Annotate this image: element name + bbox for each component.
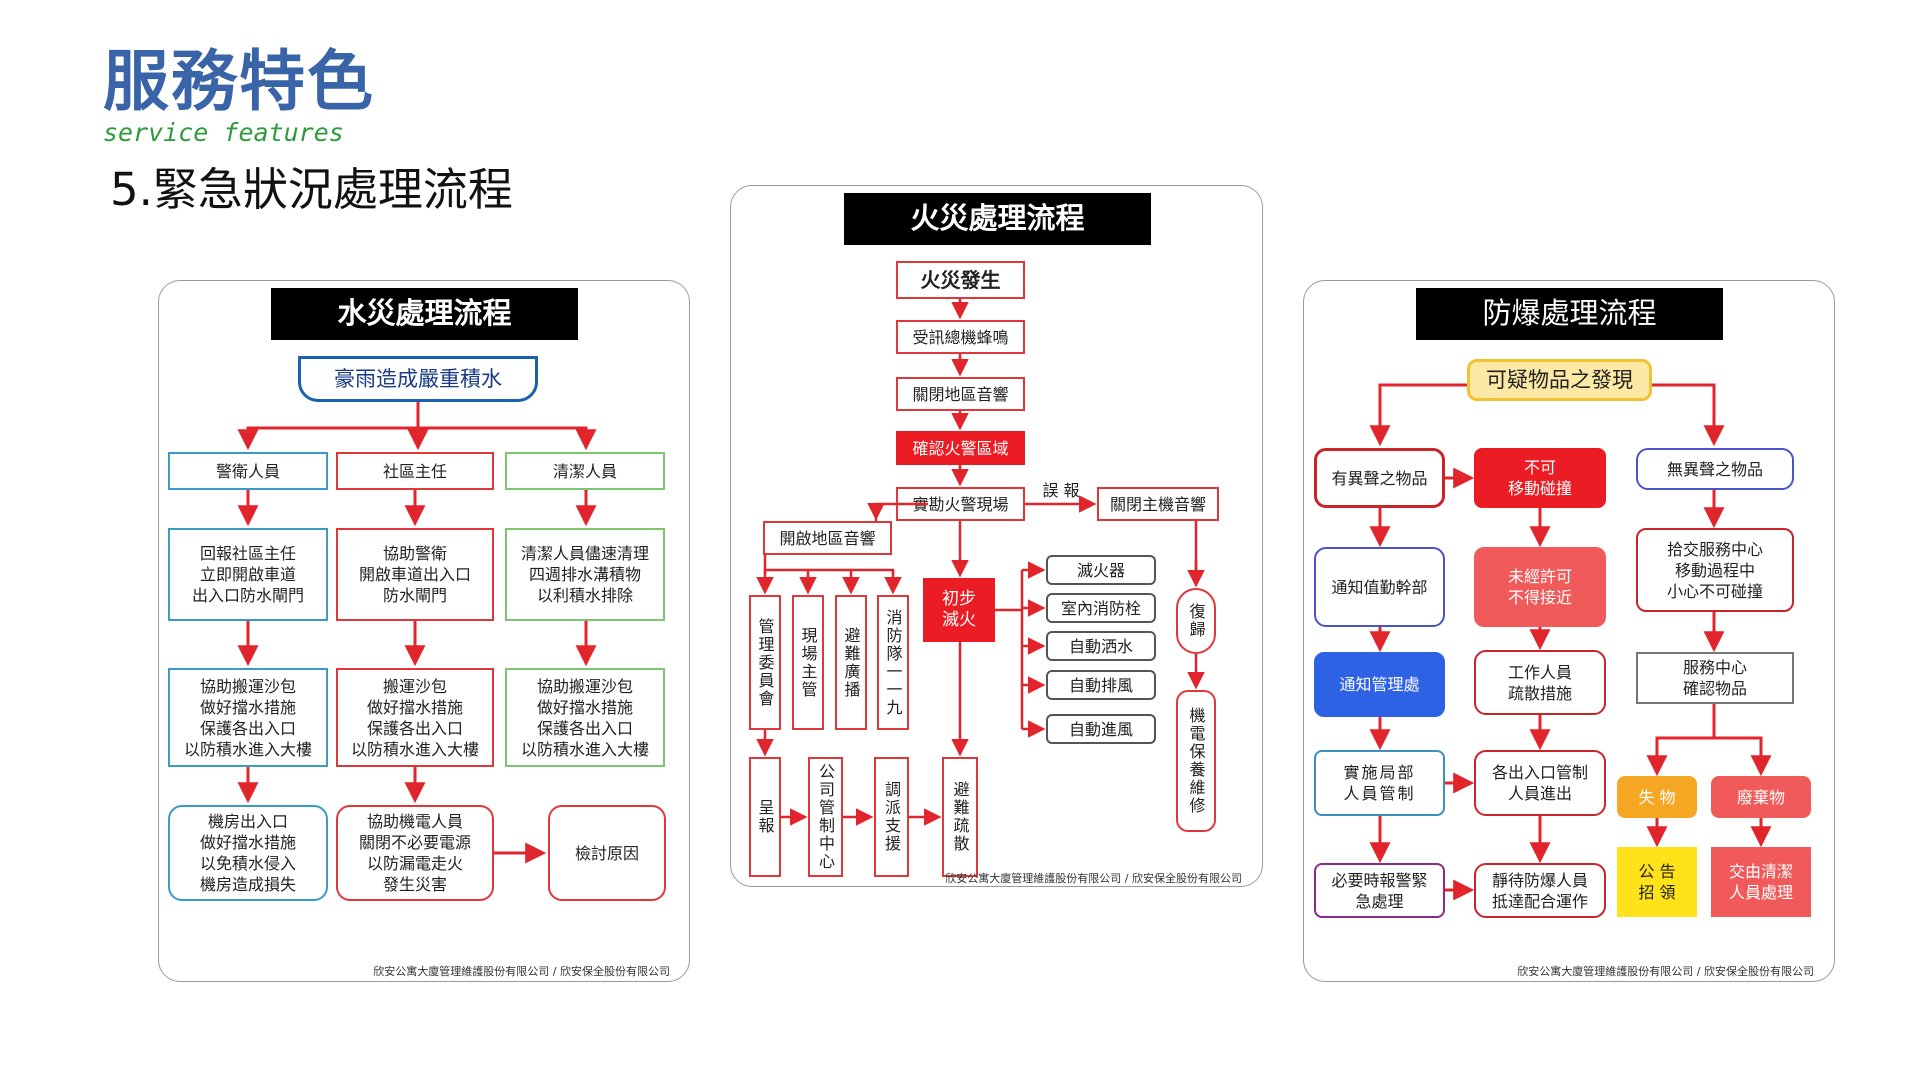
flood-step3-manager: 協助機電人員 關閉不必要電源 以防漏電走火 發生災害	[336, 805, 494, 901]
fire-step-confirm: 確認火警區域	[896, 431, 1025, 465]
flood-footer: 欣安公寓大廈管理維護股份有限公司 / 欣安保全股份有限公司	[373, 965, 670, 978]
fire-col-committee: 管理委員會	[749, 595, 781, 730]
fire-start-node: 火災發生	[896, 261, 1025, 299]
fire-col-firedept: 消防隊一一九	[877, 595, 909, 730]
fire-initial-extinguish: 初步 滅火	[923, 578, 995, 642]
explosion-start-node: 可疑物品之發現	[1467, 359, 1652, 401]
fire-maintenance-node: 機電保養維修	[1176, 690, 1216, 832]
fire-step-close-area: 關閉地區音響	[896, 377, 1025, 411]
fire-equip-hydrant: 室內消防栓	[1046, 593, 1156, 623]
explosion-lost-item: 失 物	[1617, 776, 1697, 818]
fire-equip-intake: 自動進風	[1046, 714, 1156, 744]
explosion-evacuation: 工作人員 疏散措施	[1474, 650, 1606, 715]
flood-step2-manager: 搬運沙包 做好擋水措施 保護各出入口 以防積水進入大樓	[336, 668, 494, 767]
flood-role-cleaner: 清潔人員	[505, 452, 665, 490]
explosion-waste-item: 廢棄物	[1711, 776, 1811, 818]
fire-bottom-dispatch: 調派支援	[874, 757, 909, 877]
explosion-do-not-move: 不可 移動碰撞	[1474, 448, 1606, 508]
explosion-no-approach: 未經許可 不得接近	[1474, 547, 1606, 627]
section-heading: 5.緊急狀況處理流程	[110, 163, 513, 216]
flood-step2-guard: 協助搬運沙包 做好擋水措施 保護各出入口 以防積水進入大樓	[168, 668, 328, 767]
fire-bottom-report: 呈報	[749, 757, 781, 877]
explosion-await-squad: 靜待防爆人員 抵達配合運作	[1474, 863, 1606, 918]
fire-col-supervisor: 現場主管	[792, 595, 824, 730]
fire-col-broadcast: 避難廣播	[835, 595, 867, 730]
flood-step1-manager: 協助警衛 開啟車道出入口 防水閘門	[336, 528, 494, 621]
fire-equip-extinguisher: 滅火器	[1046, 555, 1156, 585]
fire-reset-node: 復歸	[1176, 588, 1216, 654]
explosion-notify-office: 通知管理處	[1314, 652, 1445, 717]
flood-title: 水災處理流程	[271, 288, 578, 340]
page-subtitle: service features	[103, 118, 344, 147]
flood-step1-guard: 回報社區主任 立即開啟車道 出入口防水閘門	[168, 528, 328, 621]
fire-step-open-area: 開啟地區音響	[763, 521, 892, 555]
explosion-cleaner-handle: 交由清潔 人員處理	[1711, 847, 1811, 917]
explosion-notify-duty: 通知值勤幹部	[1314, 547, 1445, 627]
fire-step-alarm: 受訊總機蜂鳴	[896, 320, 1025, 354]
fire-equip-exhaust: 自動排風	[1046, 670, 1156, 700]
fire-equip-sprinkler: 自動洒水	[1046, 631, 1156, 661]
flood-role-guard: 警衛人員	[168, 452, 328, 490]
fire-step-close-main: 關閉主機音響	[1097, 487, 1219, 521]
explosion-center-confirm: 服務中心 確認物品	[1636, 652, 1794, 704]
flood-step3-guard: 機房出入口 做好擋水措施 以免積水侵入 機房造成損失	[168, 805, 328, 901]
explosion-title: 防爆處理流程	[1416, 288, 1723, 340]
flood-review-node: 檢討原因	[548, 805, 666, 901]
fire-bottom-control-center: 公司管制中心	[808, 757, 843, 877]
flood-step2-cleaner: 協助搬運沙包 做好擋水措施 保護各出入口 以防積水進入大樓	[505, 668, 665, 767]
fire-false-alarm-label: 誤 報	[1036, 478, 1086, 502]
flood-role-manager: 社區主任	[336, 452, 494, 490]
explosion-silent-item: 無異聲之物品	[1636, 448, 1794, 490]
explosion-entrance-control: 各出入口管制 人員進出	[1474, 750, 1606, 816]
flood-start-node: 豪雨造成嚴重積水	[298, 356, 538, 402]
explosion-call-police: 必要時報警緊 急處理	[1314, 863, 1445, 918]
fire-footer: 欣安公寓大廈管理維護股份有限公司 / 欣安保全股份有限公司	[945, 872, 1242, 885]
fire-title: 火災處理流程	[844, 193, 1151, 245]
fire-bottom-evacuate: 避難疏散	[942, 757, 978, 877]
explosion-local-control: 實施局部 人員管制	[1314, 750, 1445, 816]
explosion-footer: 欣安公寓大廈管理維護股份有限公司 / 欣安保全股份有限公司	[1517, 965, 1814, 978]
explosion-notice-claim: 公 告 招 領	[1617, 847, 1697, 917]
explosion-deliver-center: 拾交服務中心 移動過程中 小心不可碰撞	[1636, 528, 1794, 612]
page-title: 服務特色	[103, 43, 375, 120]
explosion-sound-item: 有異聲之物品	[1314, 448, 1445, 508]
flood-step1-cleaner: 清潔人員儘速清理 四週排水溝積物 以利積水排除	[505, 528, 665, 621]
